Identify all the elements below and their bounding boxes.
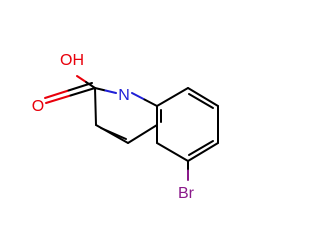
carbonyl-oxygen-label: O [32, 98, 44, 115]
bond-n-c8a-b [143, 98, 158, 107]
bond-c6-c5-inner [188, 140, 214, 156]
bond-c6-c5 [187, 142, 219, 162]
bond-oh-c-b [85, 81, 96, 89]
ring-nitrogen-label: N [118, 87, 130, 104]
bromine-label: Br [178, 185, 195, 202]
bond-c5-c4a [156, 142, 189, 162]
bond-n-c8a-a [131, 92, 146, 101]
bond-co-double-1-a [45, 94, 72, 104]
bond-co-double-1-b [69, 87, 96, 97]
bond-c8a-c8 [156, 87, 189, 107]
bond-c3-c4-inner [100, 127, 127, 140]
bond-c2-c3 [94, 87, 97, 126]
bond-oh-c-a [76, 75, 87, 83]
bond-c8-c7 [187, 87, 219, 107]
bond-c2-n-a [94, 87, 107, 92]
bond-co-double-2-a [44, 89, 70, 99]
bond-c8-c7-inner [188, 93, 214, 109]
bonds [44, 75, 219, 181]
hydroxyl-label: OH [60, 52, 84, 69]
bond-co-double-2-b [67, 82, 93, 92]
bond-c2-n-b [104, 89, 117, 94]
molecule-structure-diagram: OH O N Br [32, 52, 219, 202]
bond-c4-c4a [127, 124, 158, 144]
